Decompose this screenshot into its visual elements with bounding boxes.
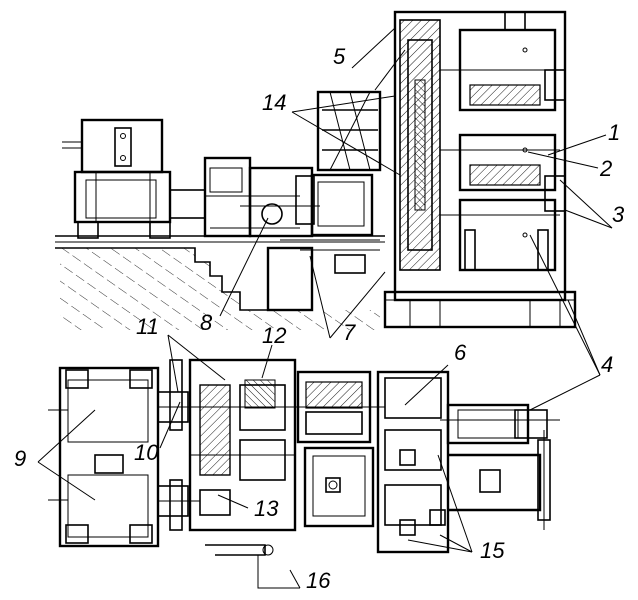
callout-7: 7 <box>343 320 356 345</box>
callout-13: 13 <box>254 496 279 521</box>
elevation-view <box>55 10 577 330</box>
callout-5: 5 <box>333 44 346 69</box>
callout-6: 6 <box>454 340 467 365</box>
main-motor <box>62 118 172 239</box>
callout-8: 8 <box>200 310 213 335</box>
callout-4: 4 <box>601 352 613 377</box>
plan-reducer <box>188 358 297 532</box>
plan-motors <box>48 366 160 548</box>
plan-view <box>48 358 560 589</box>
callout-labels: 1 2 3 4 5 6 7 8 9 10 11 12 13 14 15 16 <box>14 44 625 593</box>
pinion-stand <box>266 173 380 312</box>
plan-pinion-stand <box>290 370 385 444</box>
callout-15: 15 <box>480 538 505 563</box>
callout-1: 1 <box>608 120 620 145</box>
callout-2: 2 <box>599 156 612 181</box>
gear-reducer <box>169 156 320 238</box>
callout-3: 3 <box>612 202 625 227</box>
plan-base-block <box>303 446 375 528</box>
callout-9: 9 <box>14 446 26 471</box>
callout-12: 12 <box>262 323 286 348</box>
callout-11: 11 <box>136 314 159 339</box>
callout-10: 10 <box>134 440 159 465</box>
plan-couplings <box>157 359 200 531</box>
callout-14: 14 <box>262 90 286 115</box>
plan-mill <box>376 370 560 554</box>
leader-lines <box>37 27 613 589</box>
gear-cage <box>316 90 382 172</box>
mill-housing <box>383 10 577 329</box>
plan-pipe <box>205 544 300 589</box>
foundation-soil <box>60 248 380 330</box>
callout-16: 16 <box>306 568 331 593</box>
